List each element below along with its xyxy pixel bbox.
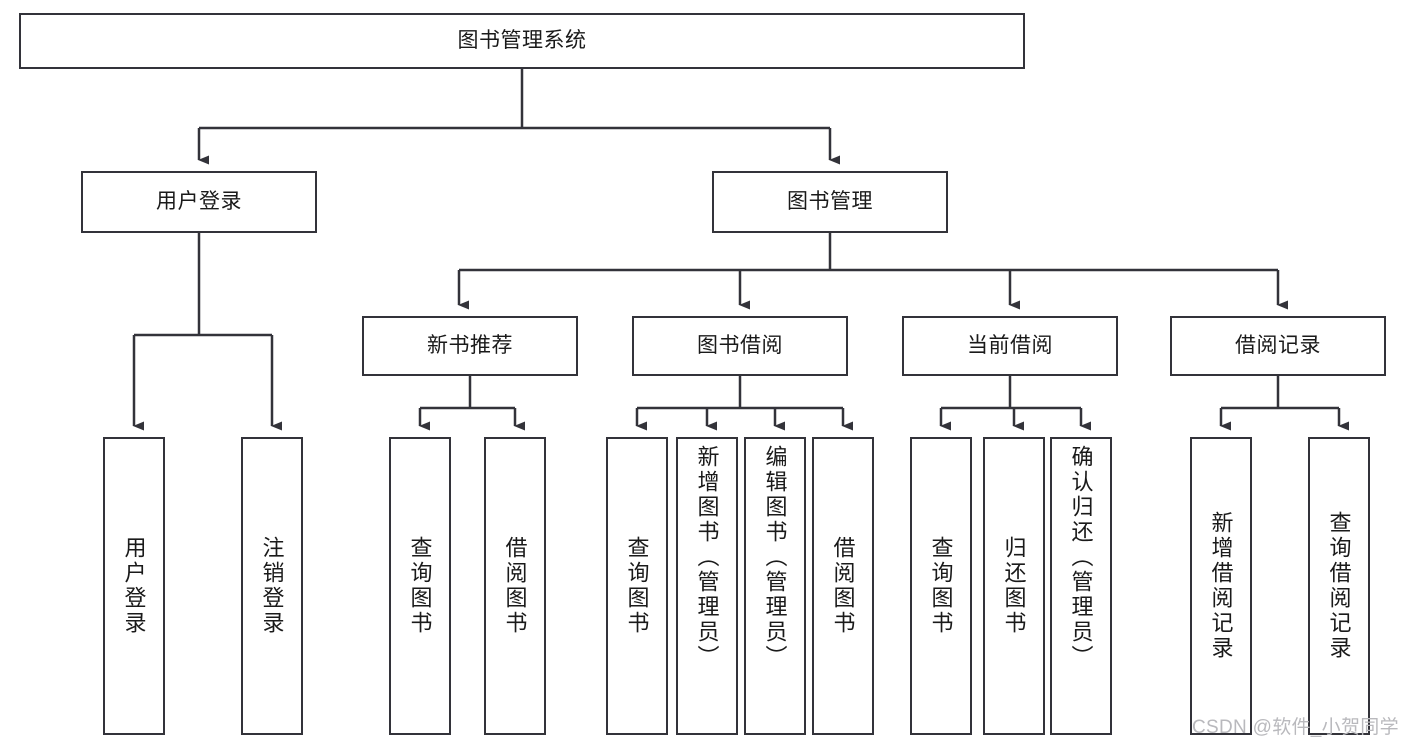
node-user-login[interactable]: 用户登录 <box>81 171 317 233</box>
node-leaf-borrow-book-2[interactable]: 借阅图书 <box>812 437 874 735</box>
node-book-manage-label: 图书管理 <box>787 190 873 214</box>
node-current-borrow[interactable]: 当前借阅 <box>902 316 1118 376</box>
node-book-borrow[interactable]: 图书借阅 <box>632 316 848 376</box>
node-user-login-label: 用户登录 <box>156 190 242 214</box>
node-leaf-add-record-label: 新增借阅记录 <box>1208 511 1234 661</box>
node-leaf-user-login-label: 用户登录 <box>121 536 147 636</box>
node-leaf-query-book-2-label: 查询图书 <box>624 536 650 636</box>
node-leaf-user-logout-label: 注销登录 <box>259 536 285 636</box>
node-leaf-borrow-book-1-label: 借阅图书 <box>502 536 528 636</box>
node-borrow-record[interactable]: 借阅记录 <box>1170 316 1386 376</box>
node-leaf-borrow-book-1[interactable]: 借阅图书 <box>484 437 546 735</box>
node-root[interactable]: 图书管理系统 <box>19 13 1025 69</box>
node-leaf-borrow-book-2-label: 借阅图书 <box>830 536 856 636</box>
node-leaf-user-login[interactable]: 用户登录 <box>103 437 165 735</box>
node-leaf-query-record[interactable]: 查询借阅记录 <box>1308 437 1370 735</box>
node-book-manage[interactable]: 图书管理 <box>712 171 948 233</box>
node-leaf-return-book[interactable]: 归还图书 <box>983 437 1045 735</box>
node-borrow-record-label: 借阅记录 <box>1235 334 1321 358</box>
node-leaf-add-book-label: 新增图书（管理员） <box>694 445 720 670</box>
node-leaf-return-book-label: 归还图书 <box>1001 536 1027 636</box>
node-leaf-edit-book-label: 编辑图书（管理员） <box>762 445 788 670</box>
node-leaf-add-book[interactable]: 新增图书（管理员） <box>676 437 738 735</box>
node-leaf-query-record-label: 查询借阅记录 <box>1326 511 1352 661</box>
node-leaf-confirm-return[interactable]: 确认归还（管理员） <box>1050 437 1112 735</box>
node-current-borrow-label: 当前借阅 <box>967 334 1053 358</box>
node-leaf-edit-book[interactable]: 编辑图书（管理员） <box>744 437 806 735</box>
node-leaf-query-book-3[interactable]: 查询图书 <box>910 437 972 735</box>
node-book-borrow-label: 图书借阅 <box>697 334 783 358</box>
node-leaf-confirm-return-label: 确认归还（管理员） <box>1068 445 1094 670</box>
node-leaf-query-book-2[interactable]: 查询图书 <box>606 437 668 735</box>
node-new-book-rec-label: 新书推荐 <box>427 334 513 358</box>
node-new-book-rec[interactable]: 新书推荐 <box>362 316 578 376</box>
node-leaf-query-book-1-label: 查询图书 <box>407 536 433 636</box>
node-leaf-user-logout[interactable]: 注销登录 <box>241 437 303 735</box>
node-leaf-add-record[interactable]: 新增借阅记录 <box>1190 437 1252 735</box>
node-root-label: 图书管理系统 <box>457 29 587 53</box>
node-leaf-query-book-3-label: 查询图书 <box>928 536 954 636</box>
node-leaf-query-book-1[interactable]: 查询图书 <box>389 437 451 735</box>
